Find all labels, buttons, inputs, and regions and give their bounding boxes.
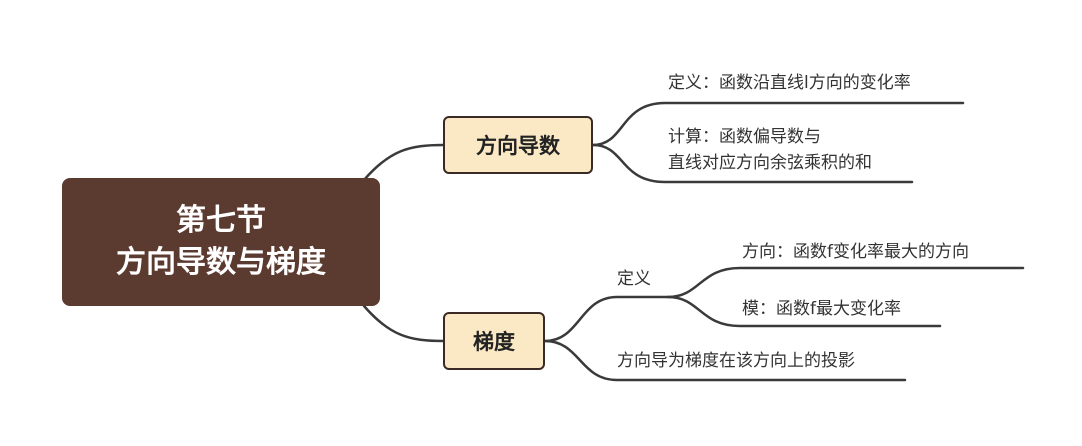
branch-label: 方向导数	[476, 134, 560, 158]
root-title-line1: 第七节	[176, 203, 266, 238]
leaf-gradient-definition[interactable]: 定义	[617, 269, 651, 289]
link-root-to-directional-derivative	[362, 143, 445, 182]
leaf-derivative-calculation[interactable]: 计算：函数偏导数与 直线对应方向余弦乘积的和	[668, 124, 872, 176]
link-definition-to-direction	[666, 266, 1025, 299]
leaf-gradient-modulus[interactable]: 模：函数f最大变化率	[742, 299, 901, 319]
root-title-line2: 方向导数与梯度	[116, 245, 326, 280]
branch-directional-derivative[interactable]: 方向导数	[443, 116, 593, 174]
leaf-line: 直线对应方向余弦乘积的和	[668, 153, 872, 173]
link-derivative-to-calculation	[591, 143, 914, 184]
link-gradient-to-projection	[543, 339, 907, 382]
leaf-line: 计算：函数偏导数与	[668, 127, 821, 147]
branch-label: 梯度	[473, 330, 515, 354]
link-derivative-to-definition	[591, 101, 965, 147]
leaf-gradient-projection[interactable]: 方向导为梯度在该方向上的投影	[617, 351, 855, 371]
link-gradient-to-definition	[543, 295, 670, 343]
link-definition-to-modulus	[666, 295, 942, 328]
link-root-to-gradient	[362, 304, 445, 343]
leaf-derivative-definition[interactable]: 定义：函数沿直线l方向的变化率	[668, 73, 911, 93]
branch-gradient[interactable]: 梯度	[443, 312, 545, 370]
root-topic[interactable]: 第七节 方向导数与梯度	[62, 178, 380, 306]
leaf-gradient-direction[interactable]: 方向：函数f变化率最大的方向	[742, 242, 969, 262]
